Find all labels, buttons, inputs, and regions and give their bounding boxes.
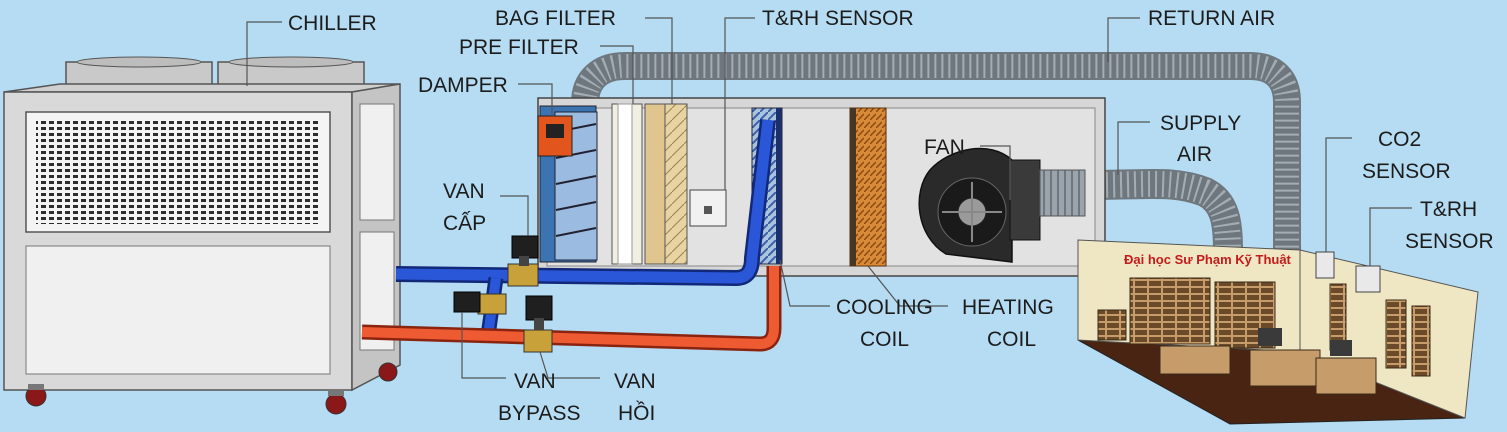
room-shelf (1386, 300, 1406, 368)
label-fan: FAN (924, 136, 965, 159)
room-desk (1160, 346, 1230, 374)
label-van-cap-line1: VAN (443, 180, 485, 203)
supply-air-duct (1085, 184, 1228, 250)
label-heating-coil-line1: HEATING (962, 296, 1054, 319)
label-chiller: CHILLER (288, 12, 377, 35)
label-heating-coil-line2: COIL (987, 328, 1036, 351)
label-supply-air-line1: SUPPLY (1160, 112, 1241, 135)
room-trh-sensor (1356, 266, 1380, 292)
label-co2-sensor-line2: SENSOR (1362, 160, 1451, 183)
room-desk (1250, 350, 1320, 386)
room: Đại học Sư Phạm Kỹ Thuật (1078, 240, 1478, 424)
damper (538, 106, 597, 262)
label-van-hoi-line1: VAN (614, 370, 656, 393)
room-monitor (1258, 328, 1282, 346)
bag-filter (645, 104, 687, 264)
room-shelf (1412, 306, 1430, 376)
label-trh-sensor-duct: T&RH SENSOR (762, 7, 914, 30)
room-monitor (1330, 340, 1352, 356)
room-shelf (1130, 278, 1210, 344)
label-damper: DAMPER (418, 74, 508, 97)
label-cooling-coil-line2: COIL (860, 328, 909, 351)
label-bag-filter: BAG FILTER (495, 7, 616, 30)
room-shelf (1098, 310, 1126, 340)
co2-sensor (1316, 252, 1334, 278)
bypass-valve (454, 292, 506, 314)
return-valve (524, 296, 552, 352)
label-van-hoi-line2: HỒI (618, 401, 655, 425)
label-co2-sensor-line1: CO2 (1378, 128, 1421, 151)
supply-valve (508, 236, 538, 286)
label-cooling-coil-line1: COOLING (836, 296, 933, 319)
label-pre-filter: PRE FILTER (459, 36, 579, 59)
chiller-unit (4, 57, 400, 414)
label-room-trh-line2: SENSOR (1405, 230, 1494, 253)
label-room-trh-line1: T&RH (1420, 198, 1477, 221)
room-desk (1316, 358, 1376, 394)
heating-coil (850, 108, 886, 266)
label-van-bypass-line1: VAN (514, 370, 556, 393)
label-return-air: RETURN AIR (1148, 7, 1275, 30)
pre-filter (612, 104, 642, 264)
duct-trh-sensor (690, 190, 726, 226)
label-supply-air-line2: AIR (1177, 143, 1212, 166)
label-van-cap-line2: CẤP (443, 212, 486, 235)
room-title: Đại học Sư Phạm Kỹ Thuật (1124, 252, 1292, 267)
label-van-bypass-line2: BYPASS (498, 402, 580, 425)
